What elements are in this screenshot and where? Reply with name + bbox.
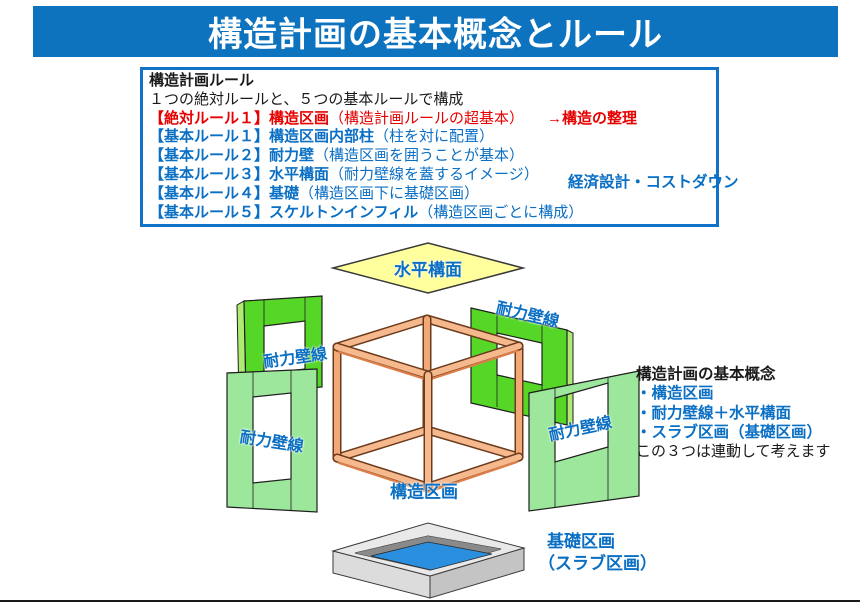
bearing-wall-panel-lower-right bbox=[528, 370, 640, 512]
foundation-labels: 基礎区画 （スラブ区画） bbox=[538, 531, 657, 575]
rules-subheading: １つの絶対ルールと、５つの基本ルールで構成 bbox=[149, 90, 464, 108]
structure-zone-label: 構造区画 bbox=[390, 482, 458, 502]
rule-basic-2: 【基本ルール２】耐力壁（構造区画を囲うことが基本） bbox=[149, 147, 525, 165]
rule-basic-5: 【基本ルール５】スケルトンインフィル（構造区画ごとに構成） bbox=[149, 203, 584, 221]
page-title: 構造計画の基本概念とルール bbox=[208, 16, 663, 54]
rule-basic-4: 【基本ルール４】基礎（構造区画下に基礎区画） bbox=[149, 184, 480, 202]
foundation-label-line2: （スラブ区画） bbox=[538, 554, 657, 573]
concept-item-slab-zone: ・スラブ区画（基礎区画） bbox=[636, 423, 823, 441]
bottom-divider bbox=[0, 600, 860, 602]
concept-item-structure-zone: ・構造区画 bbox=[636, 385, 714, 403]
rules-box: 構造計画ルール １つの絶対ルールと、５つの基本ルールで構成 【絶対ルール１】構造… bbox=[140, 67, 719, 227]
concepts-heading: 構造計画の基本概念 bbox=[636, 366, 776, 383]
economy-costdown-label: 経済設計・コストダウン bbox=[568, 174, 739, 191]
rule-basic-3: 【基本ルール３】水平構面（耐力壁線を蓋するイメージ） bbox=[149, 165, 539, 183]
slab-floor bbox=[370, 541, 493, 571]
structure-frame-cube bbox=[332, 314, 524, 494]
concepts-footer: この３つは連動して考えます bbox=[636, 443, 831, 461]
slide-title-bar: 構造計画の基本概念とルール bbox=[33, 6, 838, 57]
horizontal-plane-label: 水平構面 bbox=[394, 260, 462, 280]
foundation-label-line1: 基礎区画 bbox=[547, 532, 615, 551]
foundation-tray bbox=[331, 522, 526, 599]
bearing-wall-panel-lower-left bbox=[226, 368, 318, 513]
structure-arrangement-note: →構造の整理 bbox=[547, 109, 638, 127]
concept-item-walls-plane: ・耐力壁線＋水平構面 bbox=[636, 404, 792, 422]
basic-concepts-block: 構造計画の基本概念 ・構造区画 ・耐力壁線＋水平構面 ・スラブ区画（基礎区画） … bbox=[636, 365, 831, 461]
horizontal-plane-diamond bbox=[330, 242, 526, 294]
rule-absolute-1: 【絶対ルール１】構造区画（構造計画ルールの超基本） →構造の整理 bbox=[149, 109, 638, 127]
rule-basic-1: 【基本ルール１】構造区画内部柱（柱を対に配置） bbox=[149, 128, 495, 146]
rules-heading: 構造計画ルール bbox=[149, 72, 255, 89]
